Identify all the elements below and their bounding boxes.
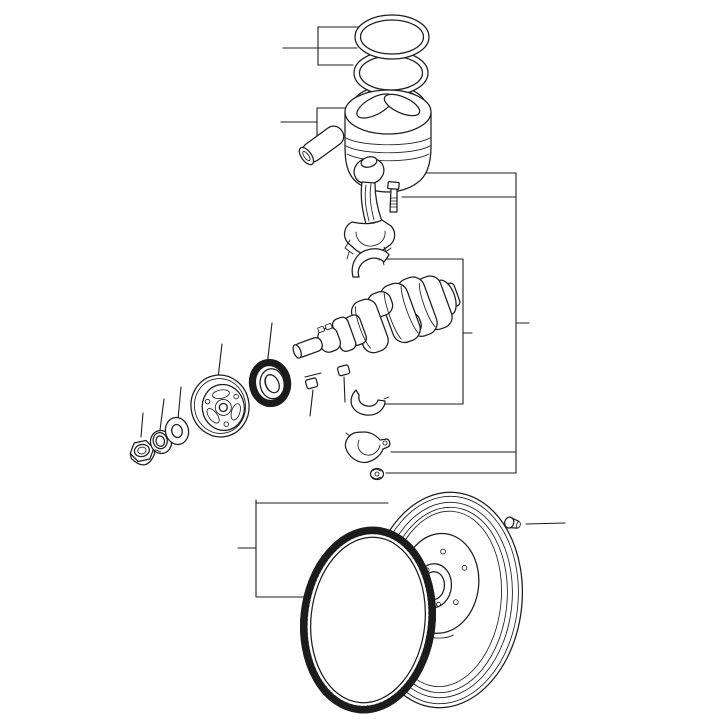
piston-ring-top-icon (354, 14, 430, 60)
main-bearing-upper-icon (351, 247, 392, 278)
rod-cap-nut-icon (369, 467, 385, 481)
callout-lines (140, 26, 566, 598)
callout-bracket-connecting-rod (385, 172, 530, 474)
rod-cap-icon (344, 431, 391, 464)
callout-bracket-piston-pin (280, 107, 351, 140)
callout-leader-flat-washer (177, 386, 182, 420)
ring-gear-icon (300, 526, 436, 714)
pulley-nut-icon (129, 439, 156, 466)
callout-leader-flywheel-bolt (525, 522, 566, 525)
callout-bracket-flywheel (237, 499, 389, 598)
callout-leader-pulley (217, 343, 223, 379)
callout-bracket-piston-rings (282, 26, 383, 66)
callout-leader-lock-washer (159, 398, 165, 431)
timing-gear-icon (248, 358, 292, 408)
connecting-rod-icon (343, 156, 396, 266)
callout-leader-pulley-nut (140, 412, 144, 438)
flat-washer-icon (164, 416, 190, 446)
rod-bolt-icon (387, 180, 400, 213)
callout-leader-timing-gear (266, 322, 273, 367)
callout-bracket-crankshaft (383, 258, 473, 405)
woodruff-key-gear-icon (336, 364, 351, 377)
woodruff-key-front-icon (304, 377, 319, 390)
crankshaft-pulley-icon (190, 374, 250, 438)
flywheel-bolt-icon (504, 516, 521, 529)
crankshaft-icon (292, 275, 461, 359)
callout-leader-key-gear (343, 376, 346, 403)
piston-pin-icon (298, 125, 345, 166)
main-bearing-lower-icon (350, 389, 390, 416)
callout-leader-key-front (304, 372, 322, 417)
